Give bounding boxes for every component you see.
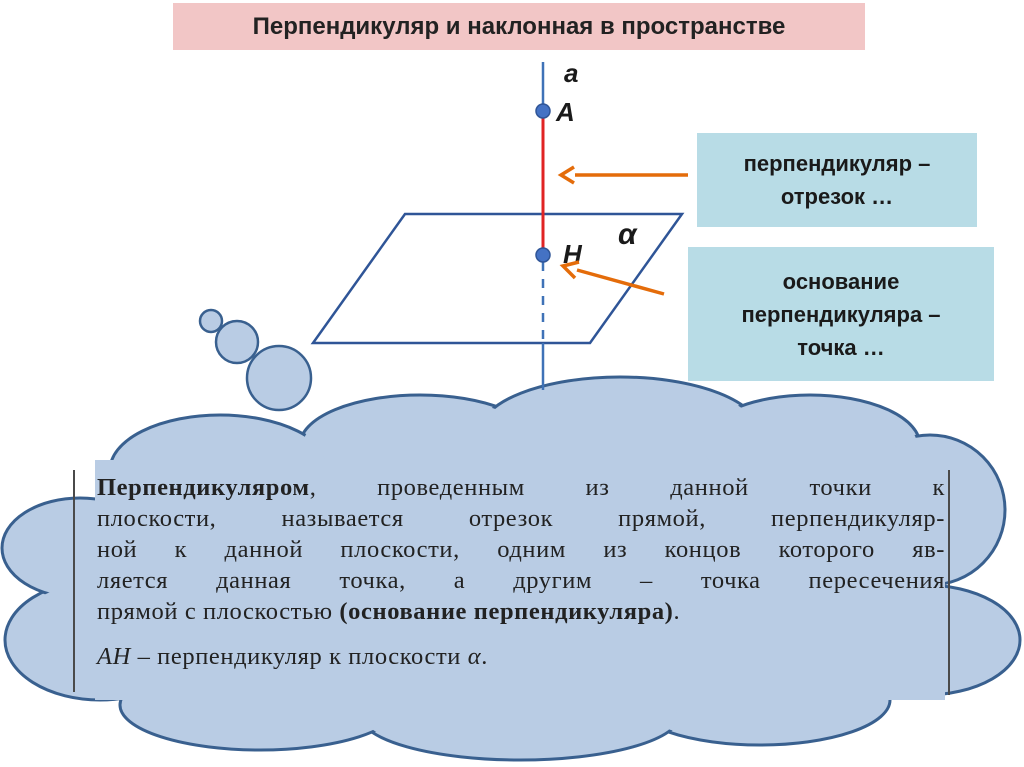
callout-perpendicular-line-1: перпендикуляр – (743, 151, 931, 176)
definition-line-3: ной к данной плоскости, одним из концов … (97, 536, 945, 563)
point-a-label: A (555, 97, 575, 127)
definition-text: Перпендикуляром, проведенным из данной т… (97, 472, 945, 672)
callout-perpendicular: перпендикуляр – отрезок … (697, 133, 977, 227)
callout-perpendicular-line-2: отрезок … (780, 184, 894, 209)
definition-line-2: плоскости, называется отрезок прямой, пе… (97, 505, 945, 532)
line-a-label: a (564, 58, 578, 88)
plane-alpha-label: α (618, 218, 638, 251)
notation-plane: α (467, 643, 482, 670)
callout-base-line-3: точка … (797, 334, 885, 360)
thought-bubble-small (198, 308, 224, 334)
definition-line-5: прямой с плоскостью (основание перпендик… (97, 596, 945, 627)
callout-base: основание перпендикуляра – точка … (688, 247, 994, 381)
notation-ah: AH (97, 643, 131, 670)
notation-line: AH – перпендикуляр к плоскости α. (97, 641, 945, 672)
definition-line-1-text: , проведенным из данной точки к (309, 474, 945, 501)
arrow-to-segment (557, 165, 688, 185)
callout-base-line-2: перпендикуляра – (741, 301, 941, 327)
point-h (535, 247, 551, 263)
definition-period: . (673, 598, 681, 625)
thought-bubble-large (245, 344, 313, 412)
arrow-to-base-point (559, 260, 665, 296)
definition-line-5-text: прямой с плоскостью (97, 598, 340, 625)
notation-text: – перпендикуляр к плоскости (130, 643, 468, 670)
definition-line-1: Перпендикуляром, проведенным из данной т… (97, 472, 945, 503)
definition-cloud (0, 375, 1022, 762)
notation-end: . (481, 643, 488, 670)
slide-title: Перпендикуляр и наклонная в пространстве (173, 3, 865, 50)
callout-base-line-1: основание (782, 268, 900, 294)
definition-term: Перпендикуляром (97, 474, 310, 501)
definition-line-4: ляется данная точка, а другим – точка пе… (97, 567, 945, 594)
thought-bubble-medium (214, 319, 260, 365)
point-a (535, 103, 551, 119)
plane-alpha (310, 212, 685, 345)
definition-base-term: (основание перпендикуляра) (339, 598, 674, 625)
